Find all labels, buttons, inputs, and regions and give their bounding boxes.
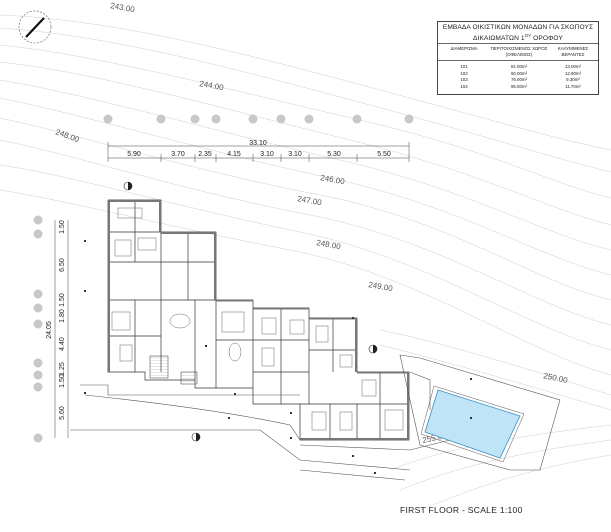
building-plan [107, 199, 410, 441]
north-arrow-icon [18, 10, 52, 44]
horizontal-dimension: 5.30 [327, 151, 341, 158]
contour-label: 246.00 [320, 173, 346, 186]
column-header: ΚΑΛΥΜΜΕΝΕΣ ΒΕΡΑΝΤΕΣ [548, 43, 598, 62]
horizontal-dimension: 3.10 [260, 151, 274, 158]
walls [108, 200, 409, 440]
vertical-dimension: 1.50 [59, 293, 66, 307]
area-table: ΕΜΒΑΔΑ ΟΙΚΙΣΤΙΚΩΝ ΜΟΝΑΔΩΝ ΓΙΑ ΣΚΟΠΟΥΣ ΔΙ… [437, 21, 599, 95]
table-cell: 104 [460, 83, 468, 89]
vertical-dimension: 1.25 [59, 362, 66, 376]
horizontal-dimension: 5.90 [127, 151, 141, 158]
area-table-title-line2: ΔΙΚΑΙΩΜΑΤΩΝ 1ΟΥ ΟΡΟΦΟΥ [473, 33, 563, 43]
contour-label: 248.00 [54, 127, 81, 144]
level-markers [84, 240, 472, 474]
table-cell: 12.90m² [564, 70, 582, 76]
area-table-title-line1: ΕΜΒΑΔΑ ΟΙΚΙΣΤΙΚΩΝ ΜΟΝΑΔΩΝ ΓΙΑ ΣΚΟΠΟΥΣ [442, 24, 594, 31]
dimension-lines [54, 142, 410, 438]
table-cell: 102 [460, 70, 468, 76]
vertical-total-dimension: 24.05 [46, 321, 53, 339]
table-cell: 103 [460, 77, 468, 83]
horizontal-dimension: 5.50 [377, 151, 391, 158]
section-markers [123, 181, 378, 442]
drawing-title: FIRST FLOOR - SCALE 1:100 [400, 505, 523, 515]
contour-label: 244.00 [199, 79, 225, 92]
table-cell: 101 [460, 64, 468, 70]
table-cell: 60.00m² [510, 70, 528, 76]
vertical-dimension: 1.50 [59, 374, 66, 388]
table-cell: 95.00m² [510, 83, 528, 89]
site-outline [70, 354, 561, 481]
grid-markers-left [33, 215, 43, 443]
vertical-dimension: 6.50 [59, 258, 66, 272]
overall-dimension: 33.10 [249, 140, 267, 147]
contour-lines [0, 14, 611, 511]
horizontal-dimension: 3.70 [171, 151, 185, 158]
contour-label: 247.00 [297, 194, 323, 207]
swimming-pool [424, 389, 521, 459]
horizontal-dimension: 3.10 [288, 151, 302, 158]
contour-label: 243.00 [110, 1, 136, 14]
contour-label: 248.00 [316, 238, 342, 251]
column-header: ΔΙΑΜΕΡΙΣΜΑ [438, 43, 490, 62]
furniture [111, 207, 404, 431]
table-cell: 76.00m² [510, 77, 528, 83]
vertical-dimension: 5.60 [59, 406, 66, 420]
staircase [149, 355, 169, 379]
horizontal-dimension: 2.35 [198, 151, 212, 158]
area-table-title: ΕΜΒΑΔΑ ΟΙΚΙΣΤΙΚΩΝ ΜΟΝΑΔΩΝ ΓΙΑ ΣΚΟΠΟΥΣ ΔΙ… [438, 22, 598, 43]
table-cell: 9.30m² [566, 77, 580, 83]
horizontal-dimension: 4.15 [227, 151, 241, 158]
vertical-dimension: 1.80 [59, 309, 66, 323]
contour-label: 250.00 [543, 371, 569, 385]
vertical-dimension: 1.50 [59, 220, 66, 234]
area-table-grid: ΔΙΑΜΕΡΙΣΜΑ ΠΕΡΙΤΟΙΧΙΣΜΕΝΟΣ ΧΩΡΟΣ (ΟΦΕΛΙΜ… [438, 43, 598, 90]
table-cell: 13.00m² [564, 64, 582, 70]
contour-label: 249.00 [368, 280, 394, 293]
table-cell: 11.70m² [565, 83, 581, 89]
column-header: ΠΕΡΙΤΟΙΧΙΣΜΕΝΟΣ ΧΩΡΟΣ (ΟΦΕΛΙΜΟΣ) [490, 43, 548, 62]
table-cell: 81.00m² [510, 64, 528, 70]
staircase [180, 371, 198, 385]
vertical-dimension: 4.40 [59, 337, 66, 351]
grid-markers-top [103, 114, 414, 124]
pool-edge [420, 385, 525, 463]
